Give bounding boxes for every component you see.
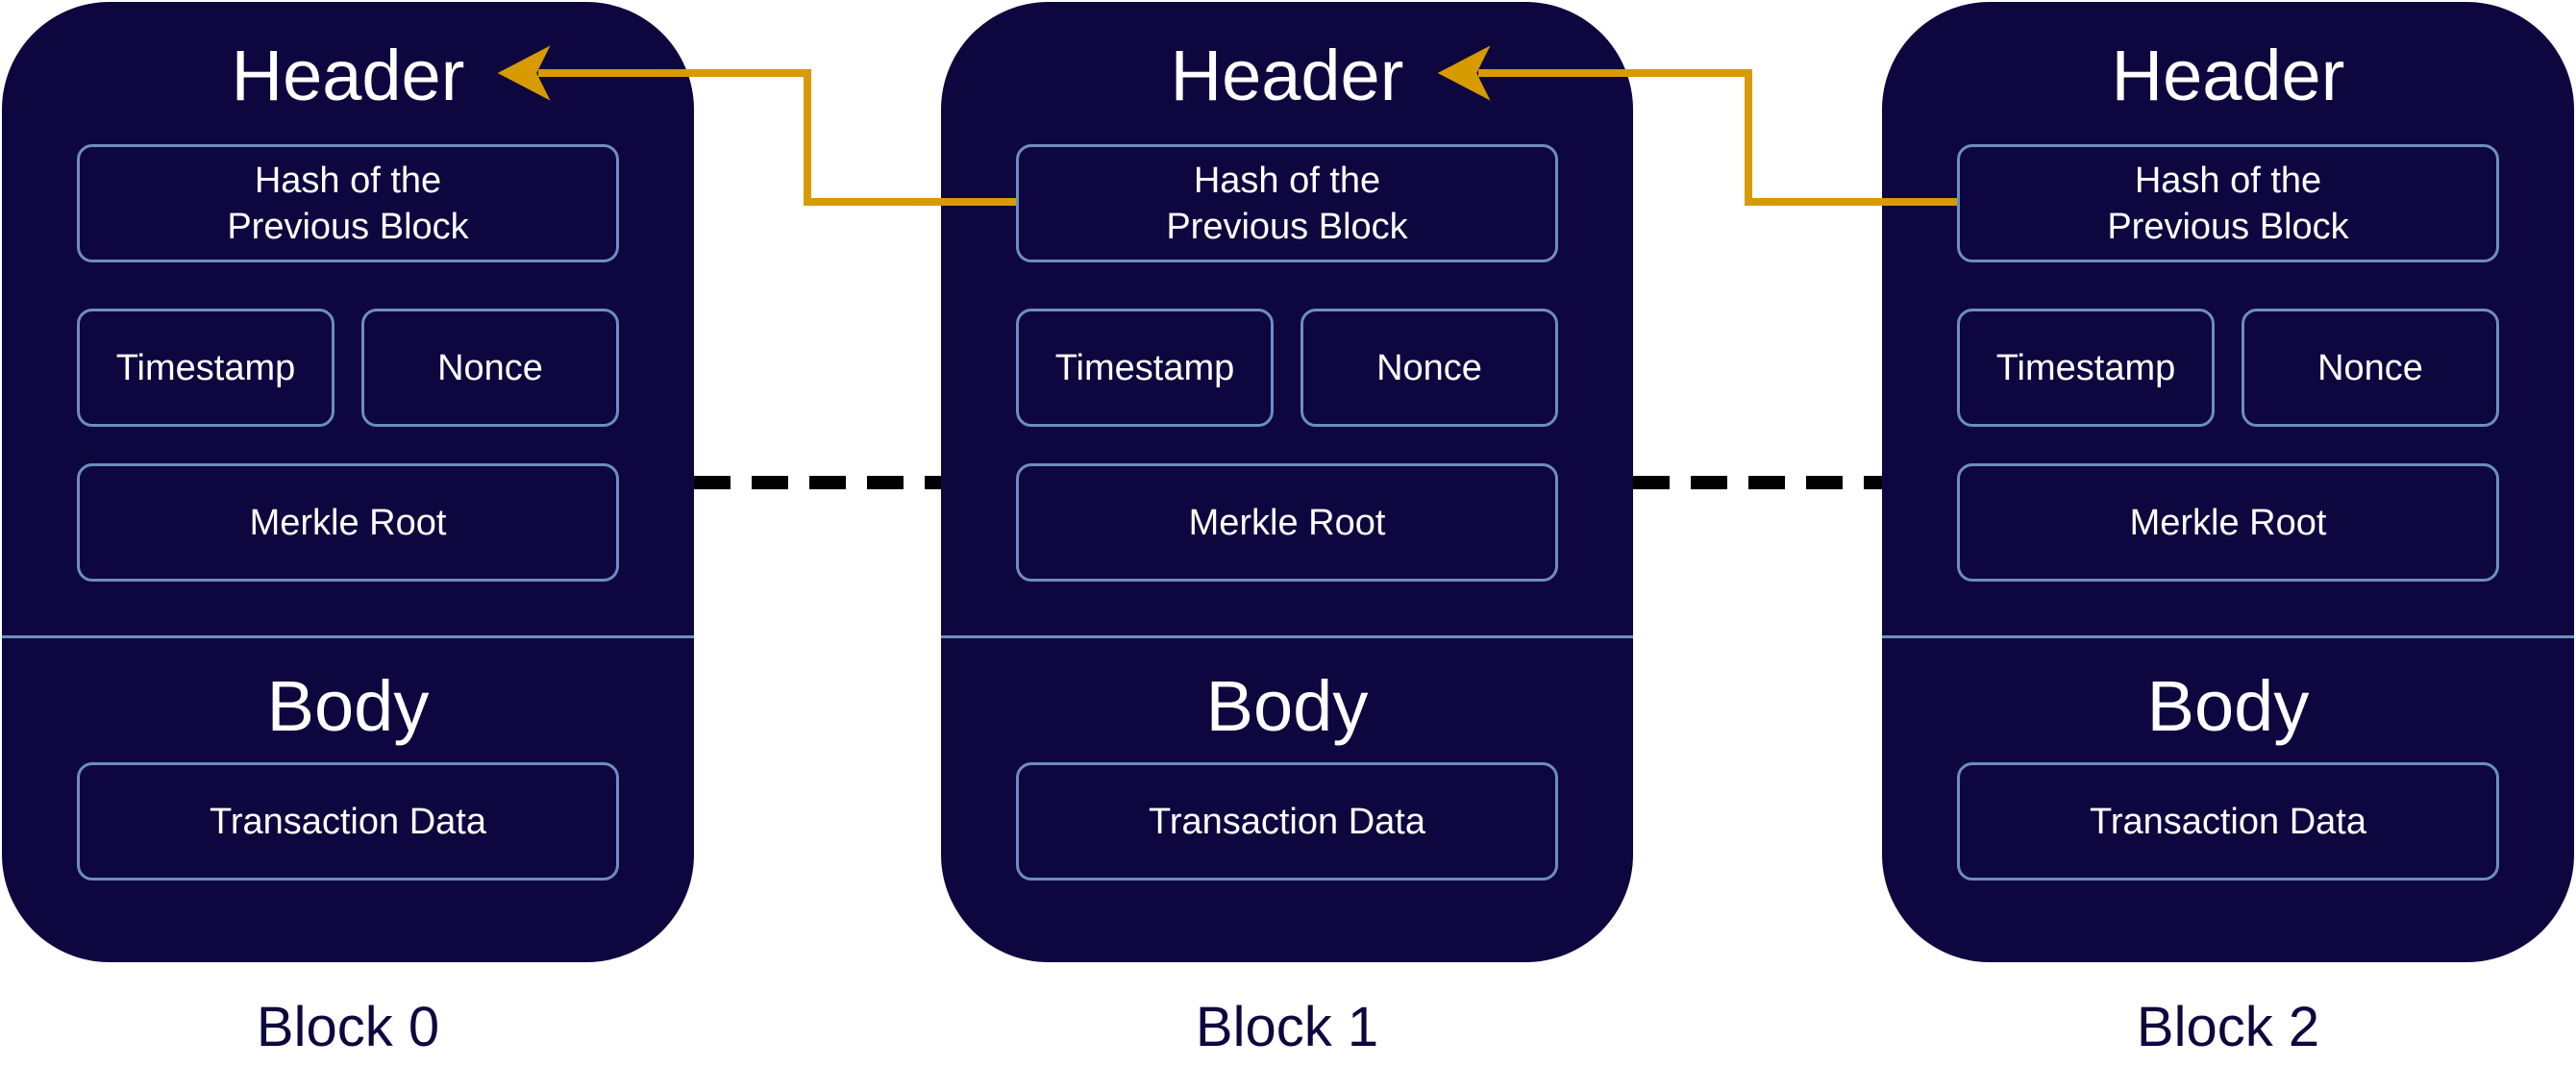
- previous-hash-field: Hash of the Previous Block: [1957, 144, 2499, 262]
- arrowhead-icon: [497, 45, 551, 101]
- body-title: Body: [2146, 666, 2310, 746]
- timestamp-field: Timestamp: [1957, 309, 2215, 427]
- transaction-data-field: Transaction Data: [1016, 762, 1558, 881]
- header-body-divider: [2, 635, 694, 638]
- header-title: Header: [1170, 36, 1404, 115]
- block-label: Block 0: [256, 996, 440, 1058]
- hash-pointer-1-to-0: [538, 69, 1016, 206]
- nonce-field: Nonce: [1300, 309, 1558, 427]
- block-2: Header Hash of the Previous Block Timest…: [1882, 2, 2574, 962]
- header-title: Header: [231, 36, 465, 115]
- nonce-field: Nonce: [2242, 309, 2499, 427]
- header-title: Header: [2111, 36, 2345, 115]
- merkle-root-field: Merkle Root: [77, 463, 619, 582]
- header-body-divider: [941, 635, 1633, 638]
- block-0: Header Hash of the Previous Block Timest…: [2, 2, 694, 962]
- previous-hash-field: Hash of the Previous Block: [77, 144, 619, 262]
- nonce-field: Nonce: [361, 309, 619, 427]
- body-title: Body: [1205, 666, 1369, 746]
- merkle-root-field: Merkle Root: [1957, 463, 2499, 582]
- arrowhead-icon: [1437, 45, 1491, 101]
- header-body-divider: [1882, 635, 2574, 638]
- block-label: Block 1: [1195, 996, 1379, 1058]
- timestamp-field: Timestamp: [1016, 309, 1274, 427]
- previous-hash-field: Hash of the Previous Block: [1016, 144, 1558, 262]
- transaction-data-field: Transaction Data: [1957, 762, 2499, 881]
- body-title: Body: [266, 666, 430, 746]
- transaction-data-field: Transaction Data: [77, 762, 619, 881]
- hash-pointer-2-to-1: [1478, 69, 1957, 206]
- block-label: Block 2: [2136, 996, 2320, 1058]
- timestamp-field: Timestamp: [77, 309, 334, 427]
- block-1: Header Hash of the Previous Block Timest…: [941, 2, 1633, 962]
- merkle-root-field: Merkle Root: [1016, 463, 1558, 582]
